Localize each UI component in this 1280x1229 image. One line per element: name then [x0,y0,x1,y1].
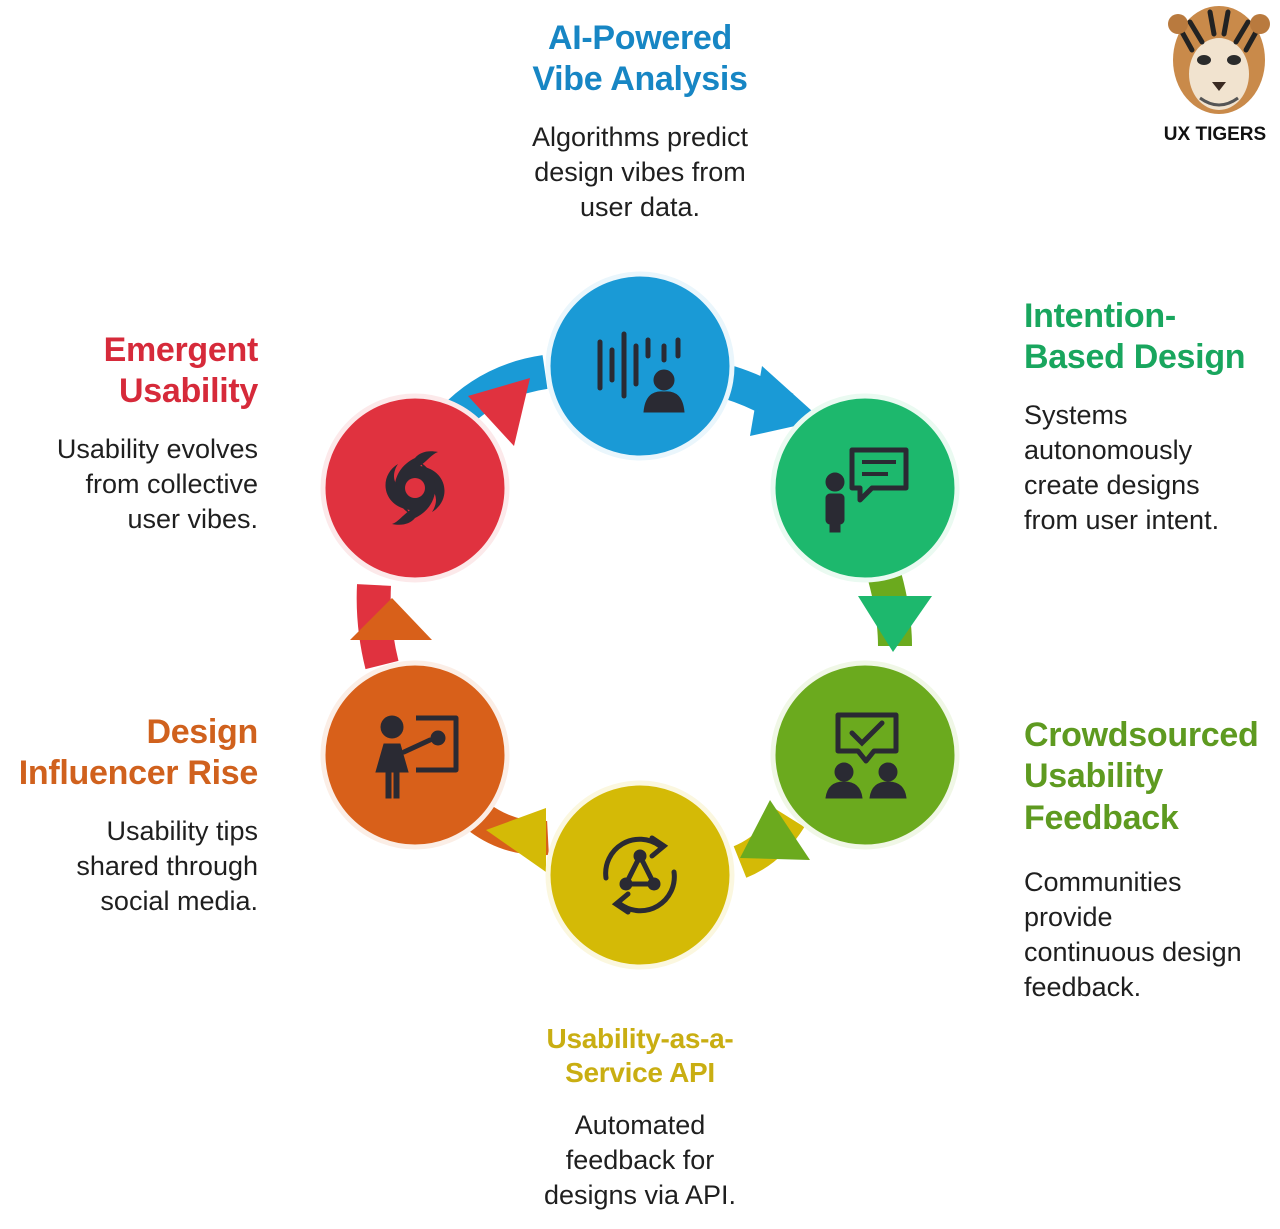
stage-circle-green [770,393,960,583]
person-speech-bubble-icon [825,447,909,533]
stage-title-ai-vibe-analysis: AI-Powered Vibe Analysis [532,19,748,99]
stage-title-crowdsourced-feedback: Crowdsourced Usability Feedback [1024,716,1259,837]
stage-desc-usability-api: Automated feedback for designs via API. [543,1110,737,1211]
stage-circle-olive [770,660,960,850]
stage-desc-emergent-usability: Usability evolves from collective user v… [56,434,258,535]
arrow-head-orange-to-red [350,598,432,640]
arrow-head-green-to-olive [858,596,932,652]
brand-name: UX TIGERS [1163,124,1267,145]
group-checkmark-bubble-icon [825,712,907,799]
stage-title-design-influencer: Design Influencer Rise [18,713,259,793]
stage-circle-blue [545,271,735,461]
presenter-board-icon [375,715,459,799]
stage-desc-crowdsourced-feedback: Communities provide continuous design fe… [1024,867,1242,1003]
arrow-head-olive-to-yellow [740,800,810,860]
api-cycle-icon [603,835,677,915]
sound-wave-user-icon [597,331,685,413]
stage-desc-design-influencer: Usability tips shared through social med… [76,816,258,917]
tiger-head-icon [1168,6,1270,114]
stage-title-emergent-usability: Emergent Usability [103,331,259,411]
stage-desc-intention-based-design: Systems autonomously create designs from… [1024,400,1220,536]
stage-desc-ai-vibe-analysis: Algorithms predict design vibes from use… [531,122,749,223]
hurricane-icon [385,451,445,525]
arrow-head-yellow-to-orange [486,808,546,872]
stage-title-usability-api: Usability-as-a- Service API [546,1023,734,1089]
arrow-head-red-to-blue [468,378,530,446]
stage-title-intention-based-design: Intention- Based Design [1024,297,1246,377]
stage-circle-orange [320,660,510,850]
stage-circle-yellow [545,780,735,970]
